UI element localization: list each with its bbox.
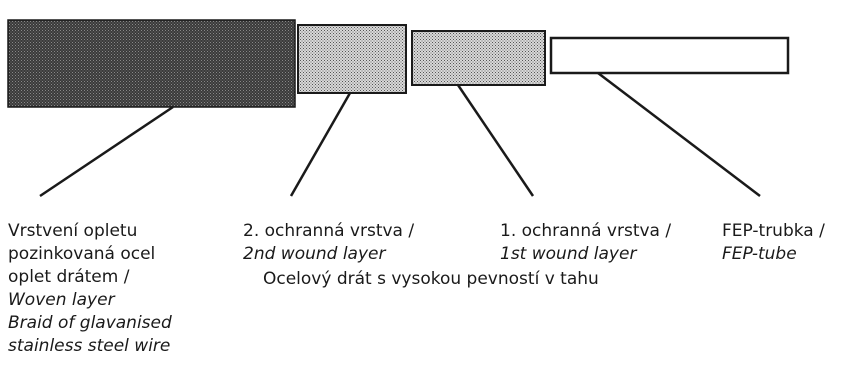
fep-tube-block xyxy=(549,36,790,75)
braid-label-en-3: stainless steel wire xyxy=(8,336,171,356)
braid-label-cz-2: pozinkovaná ocel xyxy=(8,244,156,264)
first-wound-leader-line xyxy=(456,84,535,197)
fep-tube-label: FEP-trubka / FEP-tube xyxy=(722,220,825,266)
second-wound-layer-block xyxy=(297,24,407,94)
second-wound-label-en: 2nd wound layer xyxy=(243,244,386,264)
braid-layer-block xyxy=(7,19,296,108)
second-wound-leader-line xyxy=(289,92,352,197)
first-wound-label-en: 1st wound layer xyxy=(500,244,637,264)
first-wound-layer-block xyxy=(411,30,546,86)
braid-label-cz-3: oplet drátem / xyxy=(8,267,130,287)
braid-label-en-2: Braid of glavanised xyxy=(8,313,172,333)
second-wound-label-cz: 2. ochranná vrstva / xyxy=(243,221,415,241)
first-wound-layer-label: 1. ochranná vrstva / 1st wound layer xyxy=(500,220,671,266)
fep-tube-label-en: FEP-tube xyxy=(722,244,797,264)
braid-layer-label: Vrstvení opletu pozinkovaná ocel oplet d… xyxy=(8,220,172,358)
fep-tube-label-cz: FEP-trubka / xyxy=(722,221,825,241)
shared-wire-note: Ocelový drát s vysokou pevností v tahu xyxy=(263,269,599,289)
second-wound-layer-label: 2. ochranná vrstva / 2nd wound layer xyxy=(243,220,414,266)
braid-label-en-1: Woven layer xyxy=(8,290,115,310)
fep-tube-leader-line xyxy=(597,72,761,197)
braid-label-cz-1: Vrstvení opletu xyxy=(8,221,138,241)
braid-leader-line xyxy=(39,105,174,198)
first-wound-label-cz: 1. ochranná vrstva / xyxy=(500,221,672,241)
